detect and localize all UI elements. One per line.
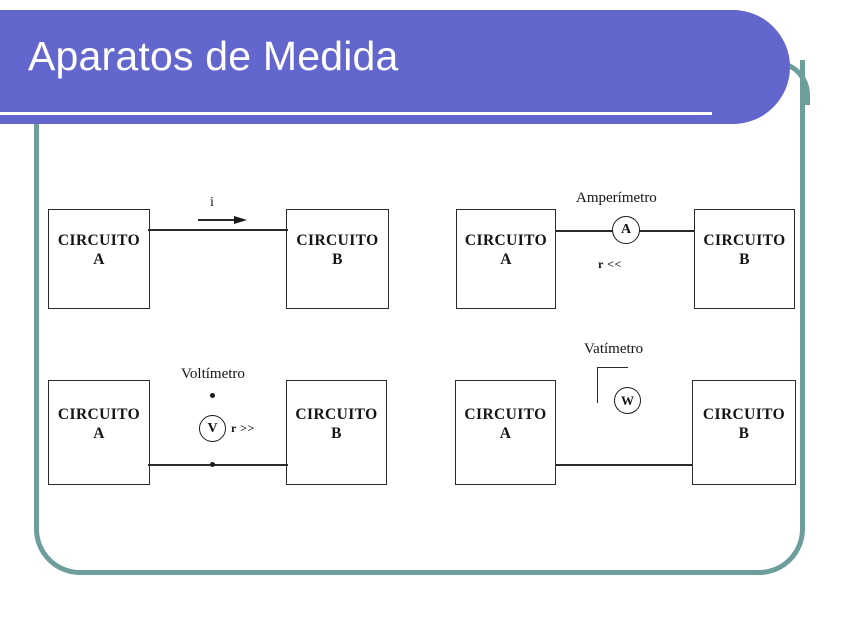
circuit-box-b-top-right: CIRCUITO B — [694, 209, 795, 309]
circuit-box-a-bottom-right: CIRCUITO A — [455, 380, 556, 485]
circuit-box-a-bottom-left: CIRCUITO A — [48, 380, 150, 485]
junction-dot-upper — [210, 393, 215, 398]
circuit-box-label-line1: CIRCUITO — [703, 232, 786, 249]
circuit-box-label-line1: CIRCUITO — [702, 405, 786, 423]
connection-wire-right-of-ammeter — [638, 230, 695, 232]
wattmeter-symbol-letter: W — [621, 392, 634, 408]
voltmeter-symbol: V — [199, 415, 226, 442]
ammeter-resistance-note: r << — [598, 257, 622, 271]
wattmeter-symbol: W — [614, 387, 641, 414]
circuit-box-label-line1: CIRCUITO — [464, 232, 548, 249]
junction-dot-lower — [210, 462, 215, 467]
circuit-box-label-line2: B — [738, 424, 750, 442]
current-arrow-icon — [234, 215, 247, 224]
circuit-box-label-line1: CIRCUITO — [57, 232, 141, 249]
current-label-i: i — [210, 195, 214, 210]
circuit-box-label-line2: B — [332, 251, 343, 268]
circuit-box-label-line2: A — [499, 424, 512, 442]
connection-wire-bottom-right — [555, 464, 693, 466]
circuit-box-b-bottom-right: CIRCUITO B — [692, 380, 796, 485]
connection-wire-top-left — [148, 229, 288, 231]
ammeter-name-label: Amperímetro — [576, 190, 657, 206]
circuit-box-label-line1: CIRCUITO — [57, 405, 141, 423]
title-underline-rule — [0, 112, 712, 115]
ammeter-symbol: A — [612, 216, 640, 244]
circuit-box-b-top-left: CIRCUITO B — [286, 209, 389, 309]
circuit-box-label-line2: A — [93, 424, 105, 442]
connection-wire-left-of-ammeter — [555, 230, 613, 232]
wattmeter-lead-bracket — [597, 367, 628, 403]
circuit-box-b-bottom-left: CIRCUITO B — [286, 380, 387, 485]
voltmeter-name-label: Voltímetro — [181, 366, 245, 382]
current-arrow-shaft — [198, 219, 238, 221]
circuit-box-label-line1: CIRCUITO — [295, 405, 378, 423]
circuit-box-a-top-left: CIRCUITO A — [48, 209, 150, 309]
voltmeter-symbol-letter: V — [207, 420, 218, 436]
circuit-box-label-line2: B — [739, 251, 750, 268]
ammeter-symbol-letter: A — [620, 222, 632, 237]
title-banner — [0, 10, 790, 124]
wattmeter-name-label: Vatímetro — [584, 341, 644, 357]
circuit-box-label-line1: CIRCUITO — [296, 232, 379, 249]
circuit-box-label-line1: CIRCUITO — [464, 405, 547, 423]
circuit-box-label-line2: A — [93, 251, 105, 268]
page-title: Aparatos de Medida — [28, 33, 399, 79]
circuit-box-label-line2: A — [500, 251, 512, 268]
connection-wire-bottom-left — [148, 464, 288, 466]
circuit-box-a-top-right: CIRCUITO A — [456, 209, 556, 309]
voltmeter-resistance-note: r >> — [231, 421, 255, 435]
circuit-box-label-line2: B — [331, 424, 342, 442]
